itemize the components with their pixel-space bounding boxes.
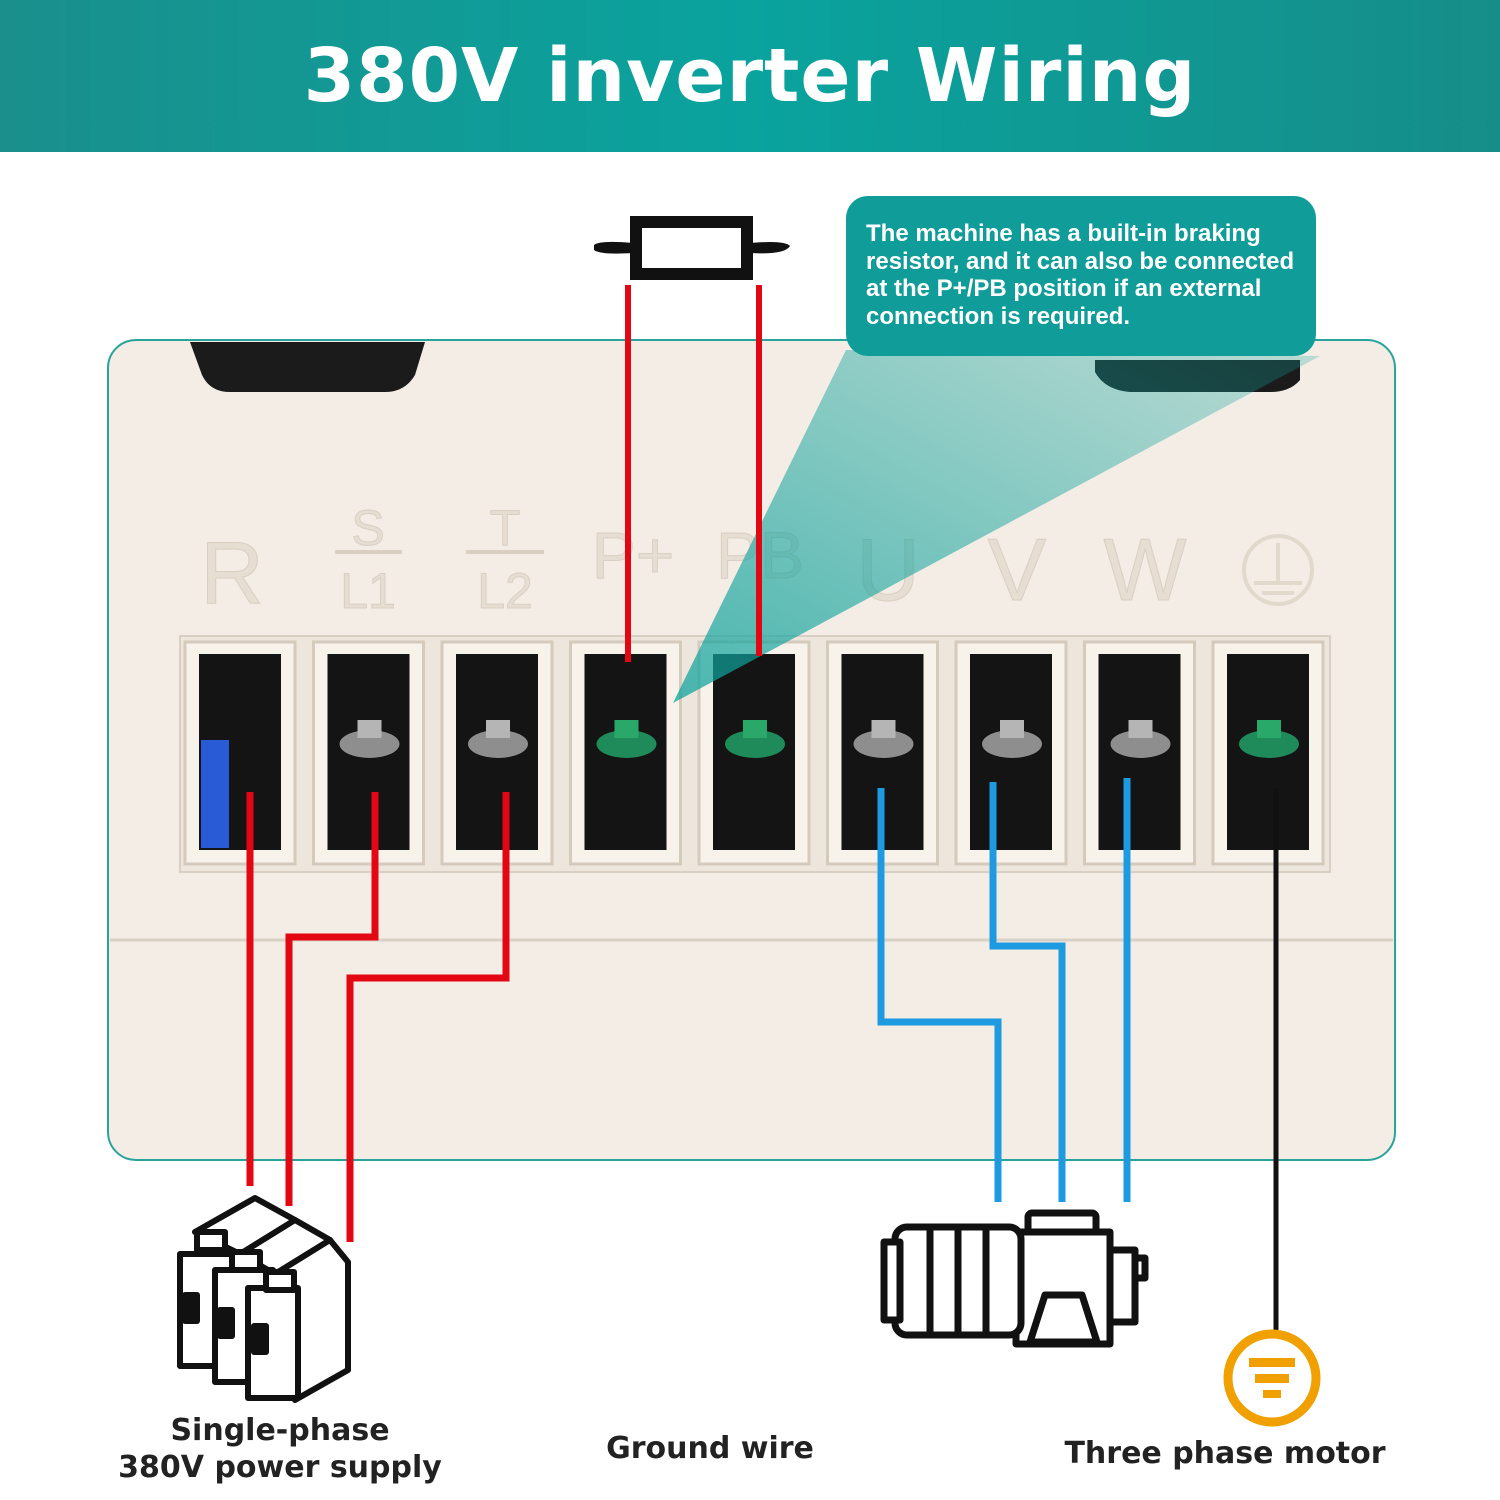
power-supply-caption-line2: 380V power supply: [118, 1450, 442, 1485]
power-supply-caption: Single-phase 380V power supply: [110, 1412, 450, 1486]
terminal-screw-t: [468, 730, 528, 758]
wire-v: [989, 782, 1066, 1202]
ground-icon: [1223, 1329, 1321, 1427]
terminal-screw-head-s: [357, 720, 382, 738]
circuit-breaker-icon: [177, 1195, 351, 1403]
terminal-screw-head-ground: [1257, 720, 1281, 738]
terminal-label-r: R: [200, 523, 264, 622]
power-supply-caption-line1: Single-phase: [170, 1413, 390, 1448]
terminal-label-t-bottom: L2: [477, 563, 533, 619]
wire-s: [285, 792, 379, 1206]
terminal-screw-head-u: [871, 720, 896, 738]
motor-caption: Three phase motor: [1064, 1436, 1386, 1471]
terminal-screw-s: [339, 730, 400, 758]
terminal-screw-head-pb: [743, 720, 767, 738]
terminal-label-v: V: [988, 520, 1047, 619]
wire-u: [877, 788, 1002, 1202]
terminal-screw-w: [1110, 730, 1171, 758]
terminal-screw-head-p: [614, 720, 639, 738]
terminal-screw-pb: [725, 730, 785, 758]
terminal-label-p: P+: [592, 518, 675, 592]
terminal-screw-p: [596, 730, 657, 758]
wire-t: [346, 792, 510, 1242]
terminal-label-t-top: T: [490, 500, 521, 556]
terminal-label-s-bottom: L1: [340, 563, 396, 619]
braking-resistor-callout: The machine has a built-in braking resis…: [846, 196, 1316, 356]
terminal-screw-head-v: [1000, 720, 1024, 738]
ground-wire-caption: Ground wire: [606, 1431, 814, 1466]
terminal-insert-r: [201, 740, 229, 848]
terminal-slots: [183, 640, 1325, 866]
terminal-screw-ground: [1239, 730, 1299, 758]
terminal-screw-u: [853, 730, 914, 758]
page-title: 380V inverter Wiring: [303, 33, 1197, 119]
header-banner: 380V inverter Wiring: [0, 0, 1500, 152]
terminal-screw-head-w: [1128, 720, 1153, 738]
callout-beam: [673, 350, 1320, 703]
motor-wires: [877, 778, 1131, 1202]
vent-left: [190, 342, 425, 392]
braking-resistor-icon: [594, 216, 790, 280]
motor-icon: [880, 1209, 1149, 1348]
terminal-ground-icon: [1242, 534, 1314, 606]
terminal-screw-v: [982, 730, 1042, 758]
terminal-screw-head-t: [486, 720, 510, 738]
power-wires: [246, 792, 510, 1242]
terminal-label-w: W: [1103, 520, 1186, 619]
terminal-label-s-top: S: [351, 500, 384, 556]
